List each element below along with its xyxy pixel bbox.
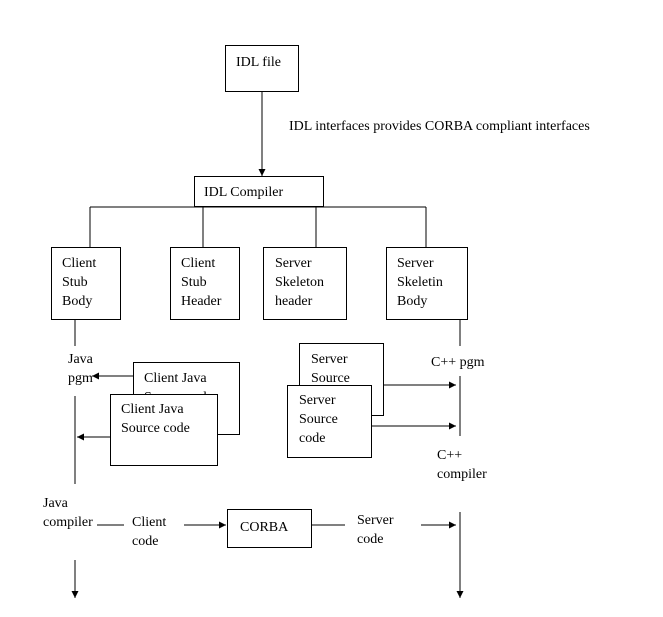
java-pgm-label: Java pgm (68, 352, 93, 386)
corba-box (227, 509, 312, 548)
client-stub-body-box (51, 247, 121, 320)
idl-file-box (225, 45, 299, 92)
java-compiler-label: Java compiler (43, 496, 93, 530)
client-stub-body-label: Client Stub Body (62, 256, 97, 309)
server-source-label-front: Server Source code (299, 393, 338, 446)
server-skeleton-header-label: Server Skeleton header (275, 256, 324, 309)
client-stub-header-box (170, 247, 240, 320)
client-stub-header-label: Client Stub Header (181, 256, 222, 309)
cpp-compiler-label: C++ compiler (437, 448, 487, 482)
server-skeletin-body-box (386, 247, 468, 320)
server-code-label: Server code (357, 513, 394, 547)
server-source-box-front (287, 385, 372, 458)
corba-label: CORBA (240, 520, 289, 535)
client-java-source-label-front: Client Java Source code (121, 402, 190, 436)
server-skeletin-body-label: Server Skeletin Body (397, 256, 443, 309)
cpp-pgm-label: C++ pgm (431, 355, 485, 370)
idl-note-label: IDL interfaces provides CORBA compliant … (289, 119, 590, 134)
server-skeleton-header-box (263, 247, 347, 320)
client-code-label: Client code (132, 515, 167, 549)
idl-compiler-box (194, 176, 324, 207)
client-java-source-box-front (110, 394, 218, 466)
idl-compiler-label: IDL Compiler (204, 185, 284, 200)
idl-file-label: IDL file (236, 55, 281, 70)
server-source-label-back: Server Source (311, 352, 350, 386)
